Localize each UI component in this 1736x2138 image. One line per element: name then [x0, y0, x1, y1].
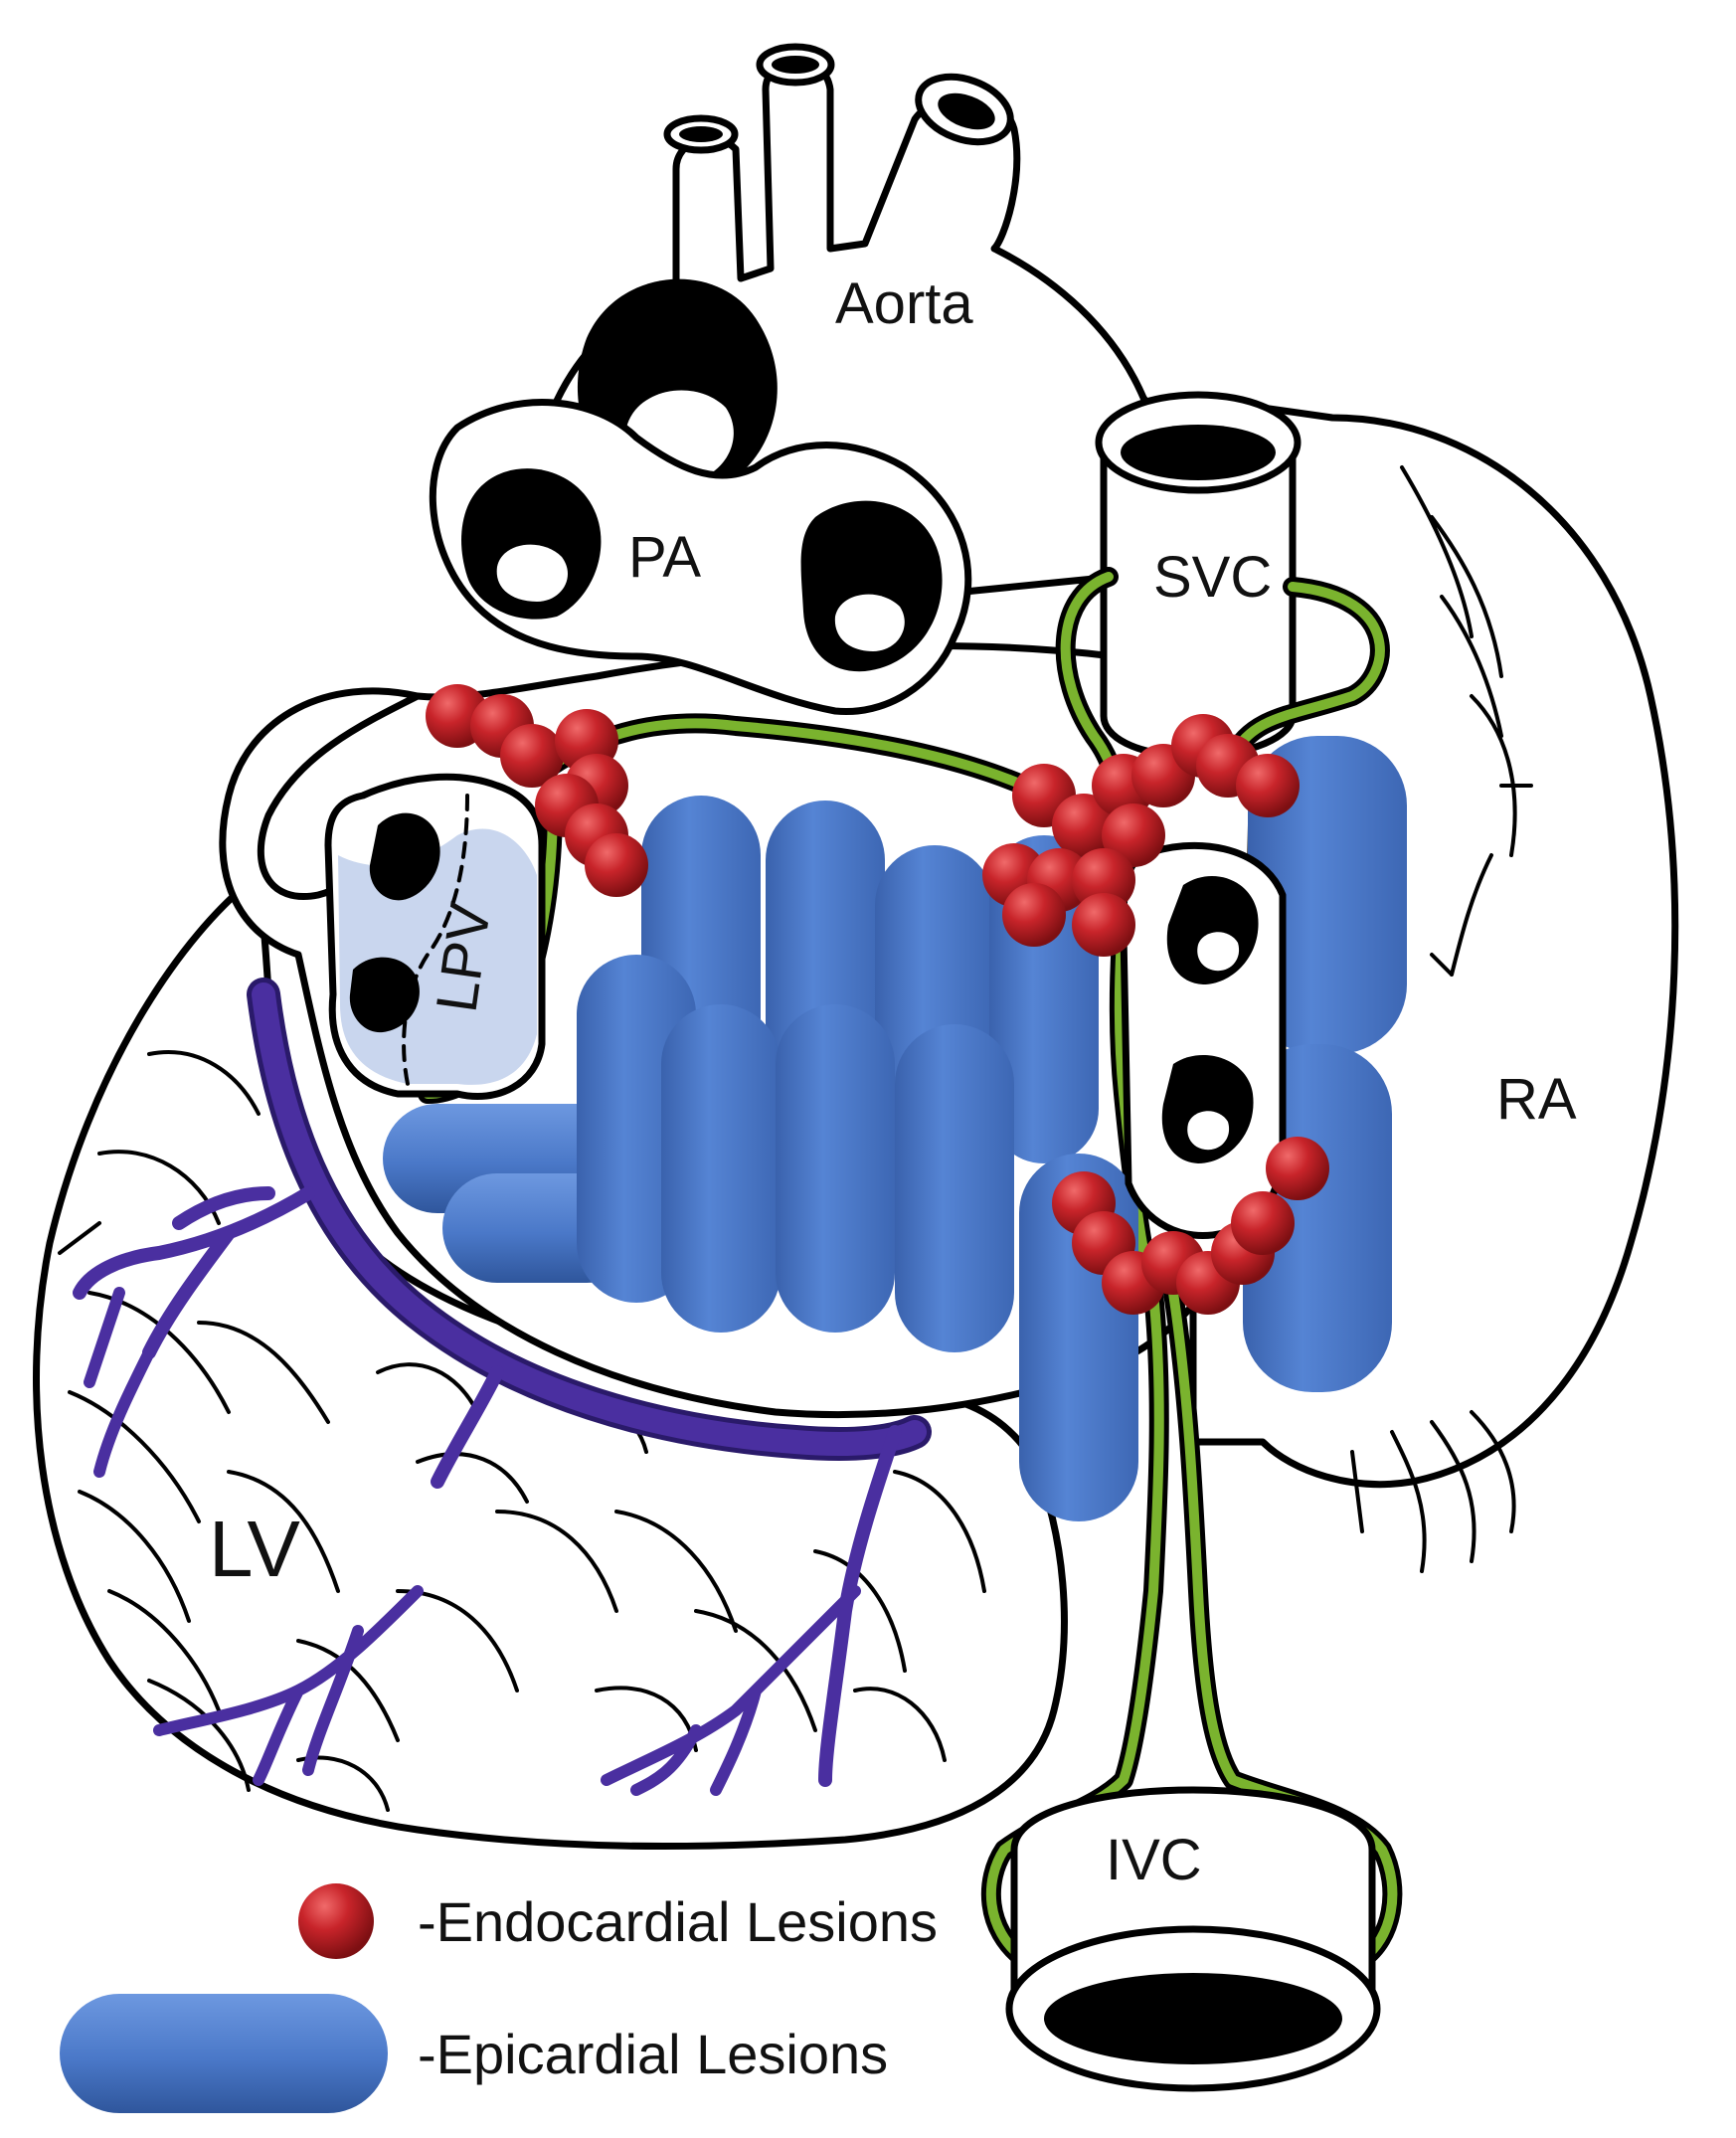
endocardial-lesion — [1102, 803, 1165, 867]
endocardial-lesions — [426, 684, 1329, 1315]
rpv-upper-inner — [1197, 932, 1240, 972]
pa-right-inner — [834, 594, 905, 651]
aorta-branch-1-lumen — [679, 126, 723, 142]
endocardial-lesion — [1052, 794, 1116, 857]
epicardial-lesion — [776, 1004, 895, 1333]
rpv-lower-inner — [1187, 1111, 1230, 1151]
epicardial-lesion — [895, 1024, 1014, 1352]
conduction-lines — [418, 567, 1403, 1969]
pa-label: PA — [628, 525, 701, 590]
ivc-lumen — [1044, 1973, 1342, 2064]
pa-left-inner — [496, 544, 568, 602]
svc-lumen — [1121, 425, 1276, 480]
legend-epicardial-swatch — [60, 1994, 388, 2113]
coronary-veins — [73, 978, 932, 1796]
lv-label: LV — [209, 1505, 301, 1593]
endocardial-lesion — [1266, 1137, 1329, 1200]
svc-label: SVC — [1153, 545, 1272, 610]
lpv-label: LPV — [425, 899, 504, 1016]
right-atrium-fringe — [1350, 1410, 1516, 1573]
endocardial-lesion — [585, 833, 648, 897]
left-ventricle-texture — [68, 1291, 986, 1792]
ra-label: RA — [1496, 1067, 1577, 1132]
legend: -Endocardial Lesions -Epicardial Lesions — [60, 1883, 938, 2113]
coronary-vein-branch — [73, 1186, 315, 1359]
epicardial-lesion — [661, 1004, 781, 1333]
endocardial-lesion — [1072, 893, 1135, 957]
endocardial-lesion — [1002, 883, 1066, 947]
aorta-branch-3-lumen — [938, 92, 995, 130]
lpv-lower-vessel — [349, 957, 420, 1033]
right-atrium-texture — [1400, 465, 1533, 977]
aorta-label: Aorta — [835, 271, 973, 336]
legend-endocardial-label: -Endocardial Lesions — [418, 1890, 938, 1953]
endocardial-lesion — [1236, 754, 1300, 817]
left-ventricle-outline — [33, 871, 1068, 1851]
endocardial-lesion — [1231, 1191, 1295, 1255]
endocardial-lesion — [1072, 848, 1135, 912]
legend-epicardial-label: -Epicardial Lesions — [418, 2023, 888, 2085]
endocardial-lesion — [500, 724, 564, 788]
rpv-lower-vessel — [1161, 1055, 1254, 1163]
epicardial-lesion — [1248, 736, 1407, 1054]
aorta-branch-2-lumen — [772, 56, 819, 74]
lpv-upper-vessel — [369, 812, 440, 901]
ivc-label: IVC — [1106, 1828, 1202, 1892]
legend-endocardial-swatch — [298, 1883, 374, 1959]
lpv-divider — [402, 794, 469, 1086]
